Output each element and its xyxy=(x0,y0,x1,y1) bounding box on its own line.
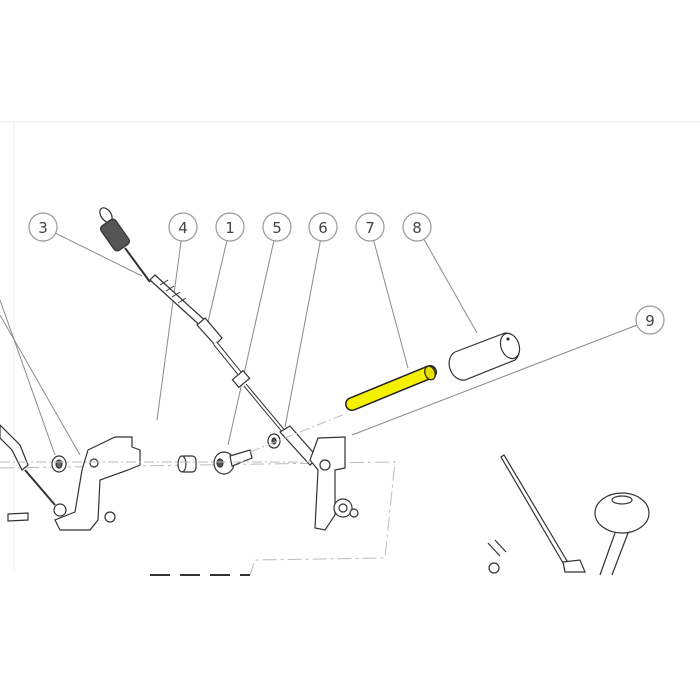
leader-line-4 xyxy=(156,240,182,421)
callout-3: 3 xyxy=(28,212,58,242)
callout-circle xyxy=(262,212,292,242)
callout-label: 4 xyxy=(178,219,188,237)
gear-lever-assembly xyxy=(487,454,650,576)
leader-line-7 xyxy=(373,240,409,369)
part-8-sleeve xyxy=(448,332,521,381)
callout-label: 8 xyxy=(412,219,422,237)
centerlines xyxy=(0,413,346,463)
left-bracket xyxy=(7,436,141,531)
callout-circle xyxy=(215,212,245,242)
callout-circle xyxy=(168,212,198,242)
leader-line-5 xyxy=(227,240,275,446)
leader-line-3 xyxy=(55,232,143,277)
part-6-washer xyxy=(267,433,281,449)
callout-9: 9 xyxy=(635,305,665,335)
callout-label: 3 xyxy=(38,219,48,237)
callout-circle xyxy=(402,212,432,242)
callout-4: 4 xyxy=(168,212,198,242)
callout-8: 8 xyxy=(402,212,432,242)
leader-line-6 xyxy=(284,240,321,428)
callout-label: 6 xyxy=(318,219,328,237)
callout-circle xyxy=(308,212,338,242)
callout-7: 7 xyxy=(355,212,385,242)
callout-circle xyxy=(635,305,665,335)
left-cable xyxy=(0,424,56,506)
callout-label: 7 xyxy=(365,219,375,237)
left-leaders xyxy=(0,299,81,456)
part-1-bushing xyxy=(177,455,197,473)
leader-line-9 xyxy=(351,324,638,436)
assembly-frame xyxy=(0,121,700,576)
callout-6: 6 xyxy=(308,212,338,242)
callout-label: 1 xyxy=(225,219,235,237)
callout-1: 1 xyxy=(215,212,245,242)
leader-line-8 xyxy=(423,238,478,334)
callout-label: 5 xyxy=(272,219,282,237)
callout-bubbles: 3 4 1 5 6 7 8 9 xyxy=(28,212,665,335)
callout-5: 5 xyxy=(262,212,292,242)
callout-circle xyxy=(355,212,385,242)
part-3-cable-spring xyxy=(99,207,319,466)
leader-line-1 xyxy=(207,240,228,323)
part-7-pin-highlighted xyxy=(345,365,437,411)
leader-lines xyxy=(55,232,638,446)
callout-label: 9 xyxy=(645,312,655,330)
callout-circle xyxy=(28,212,58,242)
part-9-right-bracket xyxy=(309,436,359,531)
